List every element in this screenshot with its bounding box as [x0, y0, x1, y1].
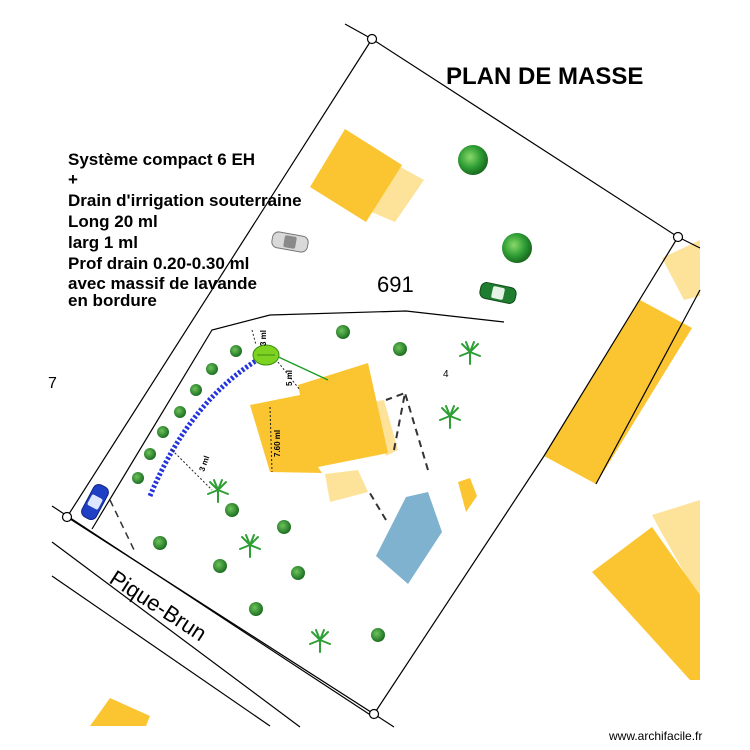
road-edge-south — [51, 575, 271, 727]
note-line: Prof drain 0.20-0.30 ml — [68, 254, 249, 273]
shrub-icon — [207, 341, 481, 653]
tree-icon — [132, 325, 407, 642]
dimension-label: 7.60 ml — [273, 430, 282, 457]
boundary-marker — [368, 708, 380, 720]
terrace-outline-left — [367, 489, 387, 521]
house-main — [250, 363, 388, 473]
house-light-south — [325, 470, 368, 502]
neighbor-building-southeast — [592, 527, 700, 680]
dimension-line — [251, 329, 257, 346]
road-name: Pique-Brun — [105, 565, 211, 646]
pool — [376, 492, 442, 584]
note-line: Système compact 6 EH — [68, 150, 255, 169]
neighbor-building-top-right-light — [662, 240, 700, 300]
car-icon — [479, 282, 517, 304]
plan-title: PLAN DE MASSE — [446, 63, 643, 90]
dimension-line — [277, 361, 301, 391]
terrace-outline-top — [404, 392, 429, 471]
parcel-number: 691 — [377, 272, 414, 297]
car-icon — [271, 231, 309, 253]
neighbor-building-east — [544, 300, 692, 484]
tree-icon — [502, 233, 532, 263]
note-line: larg 1 ml — [68, 233, 138, 252]
driveway-edge — [109, 499, 137, 555]
note-line: Drain d'irrigation souterraine — [68, 191, 302, 210]
neighbor-building-southwest — [90, 698, 150, 726]
car-icon — [81, 483, 109, 521]
internal-division-line — [91, 310, 505, 530]
boundary-marker — [672, 231, 684, 243]
neighbor-building-se-light — [652, 500, 700, 600]
dimension-line — [171, 449, 213, 491]
shed — [458, 478, 477, 512]
boundary-marker — [366, 33, 378, 45]
note-line: avec massif de lavande — [68, 274, 257, 293]
boundary-marker — [61, 511, 73, 523]
building-north-light — [362, 164, 424, 222]
dimension-label: 3 ml — [197, 455, 211, 473]
neighbor-boundary-east — [595, 289, 701, 485]
neighbor-boundary-top — [344, 23, 373, 40]
note-line: Long 20 ml — [68, 212, 158, 231]
parcel-boundary — [66, 38, 679, 715]
system-notes: Système compact 6 EH + Drain d'irrigatio… — [68, 150, 302, 310]
edge-mark: 7 — [48, 375, 57, 392]
road-edge-middle — [51, 541, 301, 728]
drain-field — [147, 354, 264, 497]
note-line: + — [68, 170, 78, 189]
dimension-label: 5 ml — [285, 370, 294, 386]
dimension-line — [269, 406, 273, 473]
dimension-label: 3 ml — [259, 330, 268, 346]
note-line: en bordure — [68, 291, 157, 310]
building-north — [310, 129, 402, 222]
tree-icon — [458, 145, 488, 175]
lot-label: 4 — [443, 369, 449, 380]
pipe-to-house — [271, 353, 329, 381]
watermark: www.archifacile.fr — [608, 729, 702, 743]
